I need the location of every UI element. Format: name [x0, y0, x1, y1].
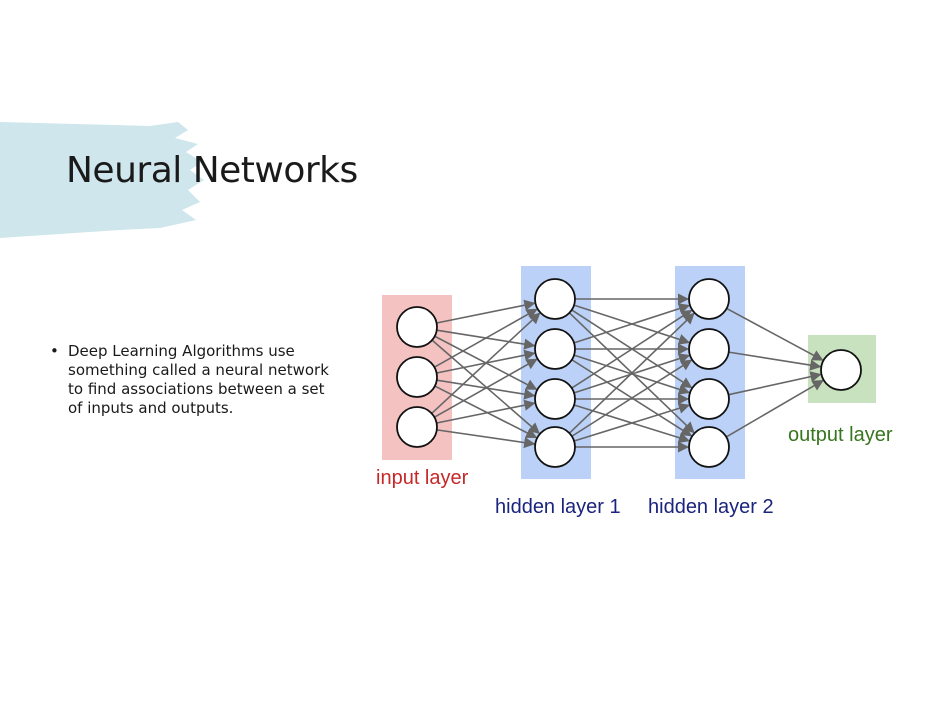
- connection-edge: [431, 312, 541, 414]
- neuron-node: [396, 406, 438, 448]
- slide-title: Neural Networks: [66, 150, 358, 191]
- connection-edge: [431, 339, 540, 434]
- neuron-node: [534, 426, 576, 468]
- bullet-dot-icon: •: [50, 342, 59, 360]
- neuron-node: [534, 278, 576, 320]
- neuron-node: [396, 356, 438, 398]
- neuron-node: [820, 349, 862, 391]
- connection-edge: [436, 299, 536, 324]
- connection-edge: [725, 379, 824, 438]
- layer-label: output layer: [788, 424, 893, 446]
- neural-network-diagram: input layer hidden layer 1 hidden layer 2 o…: [376, 266, 893, 518]
- neuron-node: [688, 278, 730, 320]
- connection-edge: [436, 399, 536, 424]
- connection-edge: [728, 371, 822, 396]
- connection-edge: [436, 429, 536, 449]
- bullet-list: • Deep Learning Algorithms use something…: [50, 342, 340, 418]
- bullet-item: • Deep Learning Algorithms use something…: [50, 342, 340, 418]
- layer-label: hidden layer 2: [648, 496, 774, 518]
- connection-edge: [434, 308, 538, 368]
- connection-edge: [573, 402, 691, 442]
- neuron-node: [396, 306, 438, 348]
- connection-edge: [728, 351, 822, 371]
- connection-edge: [434, 358, 538, 418]
- neuron-node: [534, 328, 576, 370]
- layer-label: input layer: [376, 467, 469, 489]
- connection-edge: [726, 307, 824, 361]
- connection-edge: [571, 309, 693, 389]
- connection-edge: [568, 312, 695, 434]
- connection-edge: [573, 303, 691, 344]
- neuron-node: [688, 328, 730, 370]
- brush-stroke-decoration: [0, 122, 204, 238]
- neuron-node: [534, 378, 576, 420]
- bullet-text: Deep Learning Algorithms use something c…: [68, 342, 329, 417]
- layer-label: hidden layer 1: [495, 496, 621, 518]
- neuron-node: [688, 426, 730, 468]
- connection-edge: [571, 359, 693, 437]
- neuron-node: [688, 378, 730, 420]
